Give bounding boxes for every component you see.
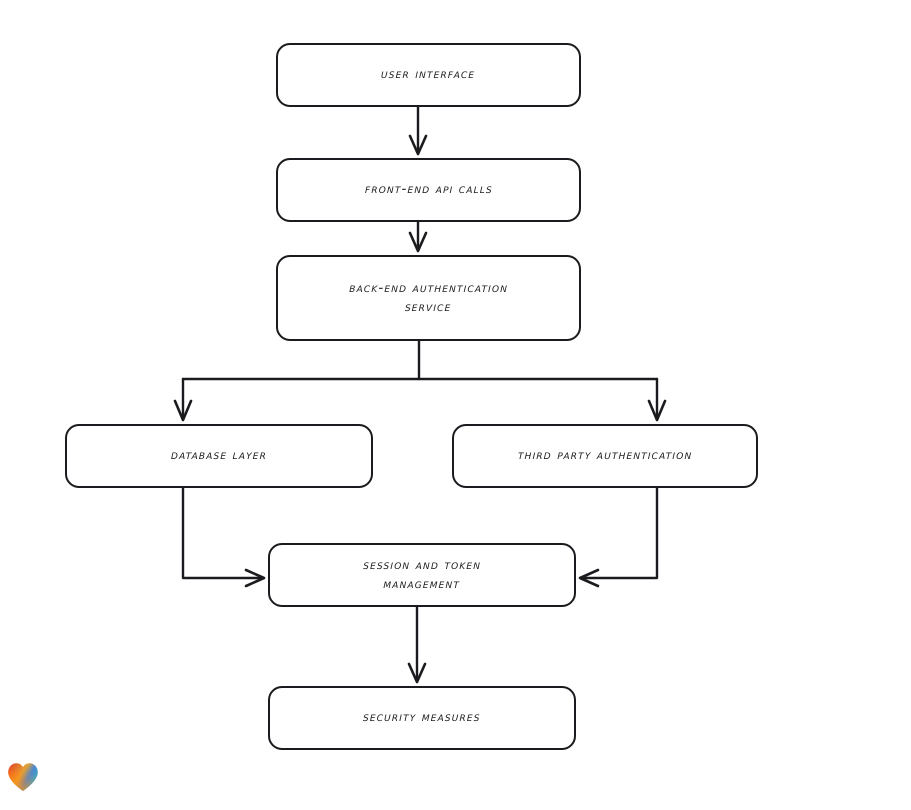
- node-frontend-api-calls[interactable]: Front-End API Calls: [276, 158, 581, 222]
- edge-backend-auth-to-database-layer: [173, 377, 193, 422]
- node-user-interface[interactable]: User Interface: [276, 43, 581, 107]
- node-backend-authentication-service-label: Back-End Authentication Service: [349, 279, 509, 315]
- node-security-measures[interactable]: Security Measures: [268, 686, 576, 750]
- node-backend-authentication-service[interactable]: Back-End Authentication Service: [276, 255, 581, 341]
- heart-icon: [8, 763, 38, 791]
- node-session-and-token-management-label: Session and Token Management: [363, 556, 482, 592]
- node-database-layer-label: Database Layer: [170, 447, 268, 464]
- node-user-interface-label: User Interface: [381, 66, 476, 83]
- node-third-party-authentication-label: Third Party Authentication: [517, 447, 693, 464]
- node-third-party-authentication[interactable]: Third Party Authentication: [452, 424, 758, 488]
- node-security-measures-label: Security Measures: [363, 709, 482, 726]
- edge-user-interface-to-frontend-api: [408, 105, 428, 156]
- edge-third-party-auth-to-session-token: [578, 486, 659, 588]
- edge-database-layer-to-session-token: [181, 486, 266, 588]
- node-frontend-api-calls-label: Front-End API Calls: [364, 181, 493, 198]
- node-database-layer[interactable]: Database Layer: [65, 424, 373, 488]
- node-session-and-token-management[interactable]: Session and Token Management: [268, 543, 576, 607]
- edge-session-token-to-security-measures: [407, 605, 427, 684]
- edge-frontend-api-to-backend-auth: [408, 220, 428, 253]
- edge-backend-auth-split-bus: [181, 339, 659, 381]
- edge-backend-auth-to-third-party-auth: [647, 377, 667, 422]
